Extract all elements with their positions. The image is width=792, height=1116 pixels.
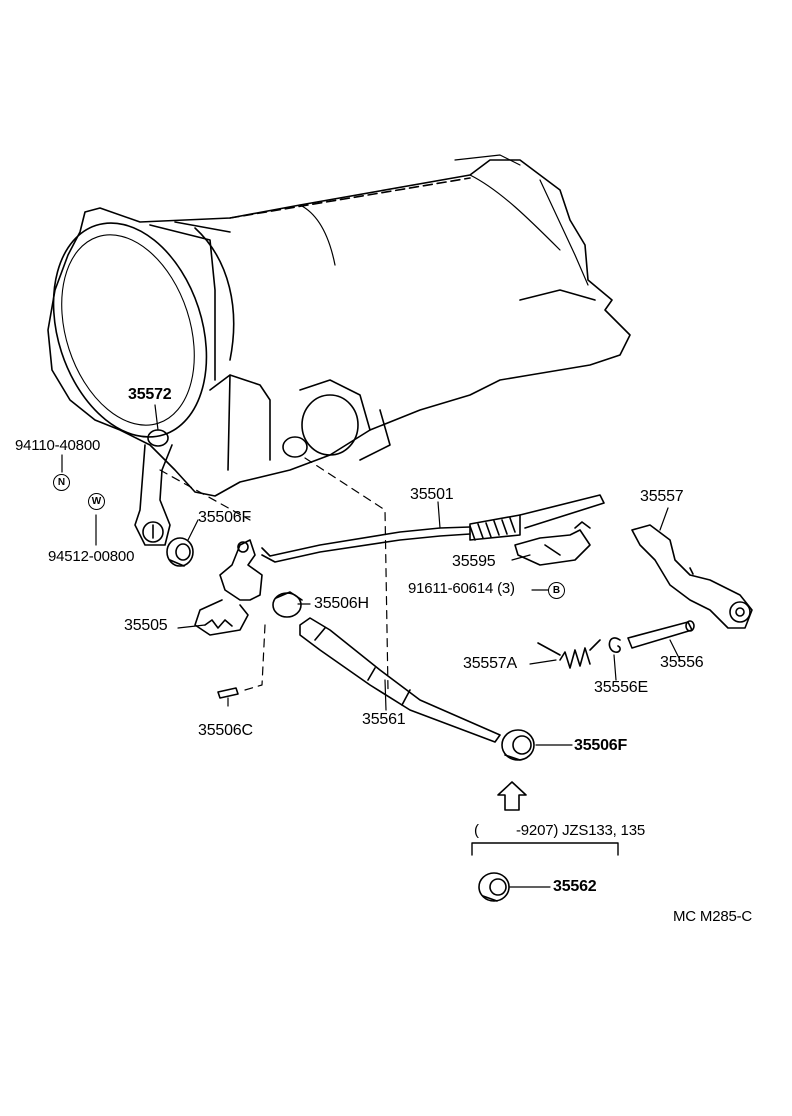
label-35556E: 35556E xyxy=(594,679,648,696)
spring-35557A xyxy=(537,639,601,669)
transmission-case xyxy=(47,154,631,497)
leader-lines xyxy=(61,404,681,888)
bracket-35595 xyxy=(514,521,591,566)
label-35506H: 35506H xyxy=(314,595,369,612)
label-35506C: 35506C xyxy=(198,722,253,739)
label-35595: 35595 xyxy=(452,553,496,570)
lever-35557 xyxy=(631,524,753,629)
label-35506F-top: 35506F xyxy=(198,509,252,526)
label-35561: 35561 xyxy=(362,711,406,728)
label-94110-40800: 94110-40800 xyxy=(15,437,101,454)
applicability-open-paren: ( xyxy=(474,822,479,839)
seal-35506F-top xyxy=(166,537,194,567)
washer-symbol-icon: W xyxy=(88,493,105,510)
clip-35556E xyxy=(608,637,621,653)
applicability-bracket xyxy=(471,842,619,856)
label-35557A: 35557A xyxy=(463,655,517,672)
label-94512-00800: 94512-00800 xyxy=(48,548,135,565)
seal-35506F-bottom xyxy=(501,729,535,761)
applicability-range: -9207) JZS133, 135 xyxy=(516,822,645,839)
pin-35506C xyxy=(217,687,239,699)
label-91611-60614: 91611-60614 (3) xyxy=(408,580,515,597)
diagram-code: MC M285-C xyxy=(673,908,753,925)
pin-35556 xyxy=(627,620,695,649)
bolt-symbol-text: B xyxy=(552,585,561,596)
shaft-35561 xyxy=(299,617,501,743)
label-35501: 35501 xyxy=(410,486,454,503)
lever-35505 xyxy=(194,539,263,636)
bolt-symbol-icon: B xyxy=(548,582,565,599)
dashed-reference-lines xyxy=(159,457,389,691)
arrow-up-icon xyxy=(497,781,527,811)
nut-symbol-icon: N xyxy=(53,474,70,491)
label-35572: 35572 xyxy=(128,386,172,403)
seal-35562 xyxy=(478,872,510,902)
label-35505: 35505 xyxy=(124,617,168,634)
label-35556: 35556 xyxy=(660,654,704,671)
label-35506F-bottom: 35506F xyxy=(574,737,628,754)
bracket-35572 xyxy=(134,429,173,546)
nut-symbol-text: N xyxy=(57,477,66,488)
rod-35501 xyxy=(261,494,605,563)
label-35557: 35557 xyxy=(640,488,684,505)
collar-35506H xyxy=(272,591,303,618)
label-35562: 35562 xyxy=(553,878,597,895)
washer-symbol-text: W xyxy=(91,496,102,507)
